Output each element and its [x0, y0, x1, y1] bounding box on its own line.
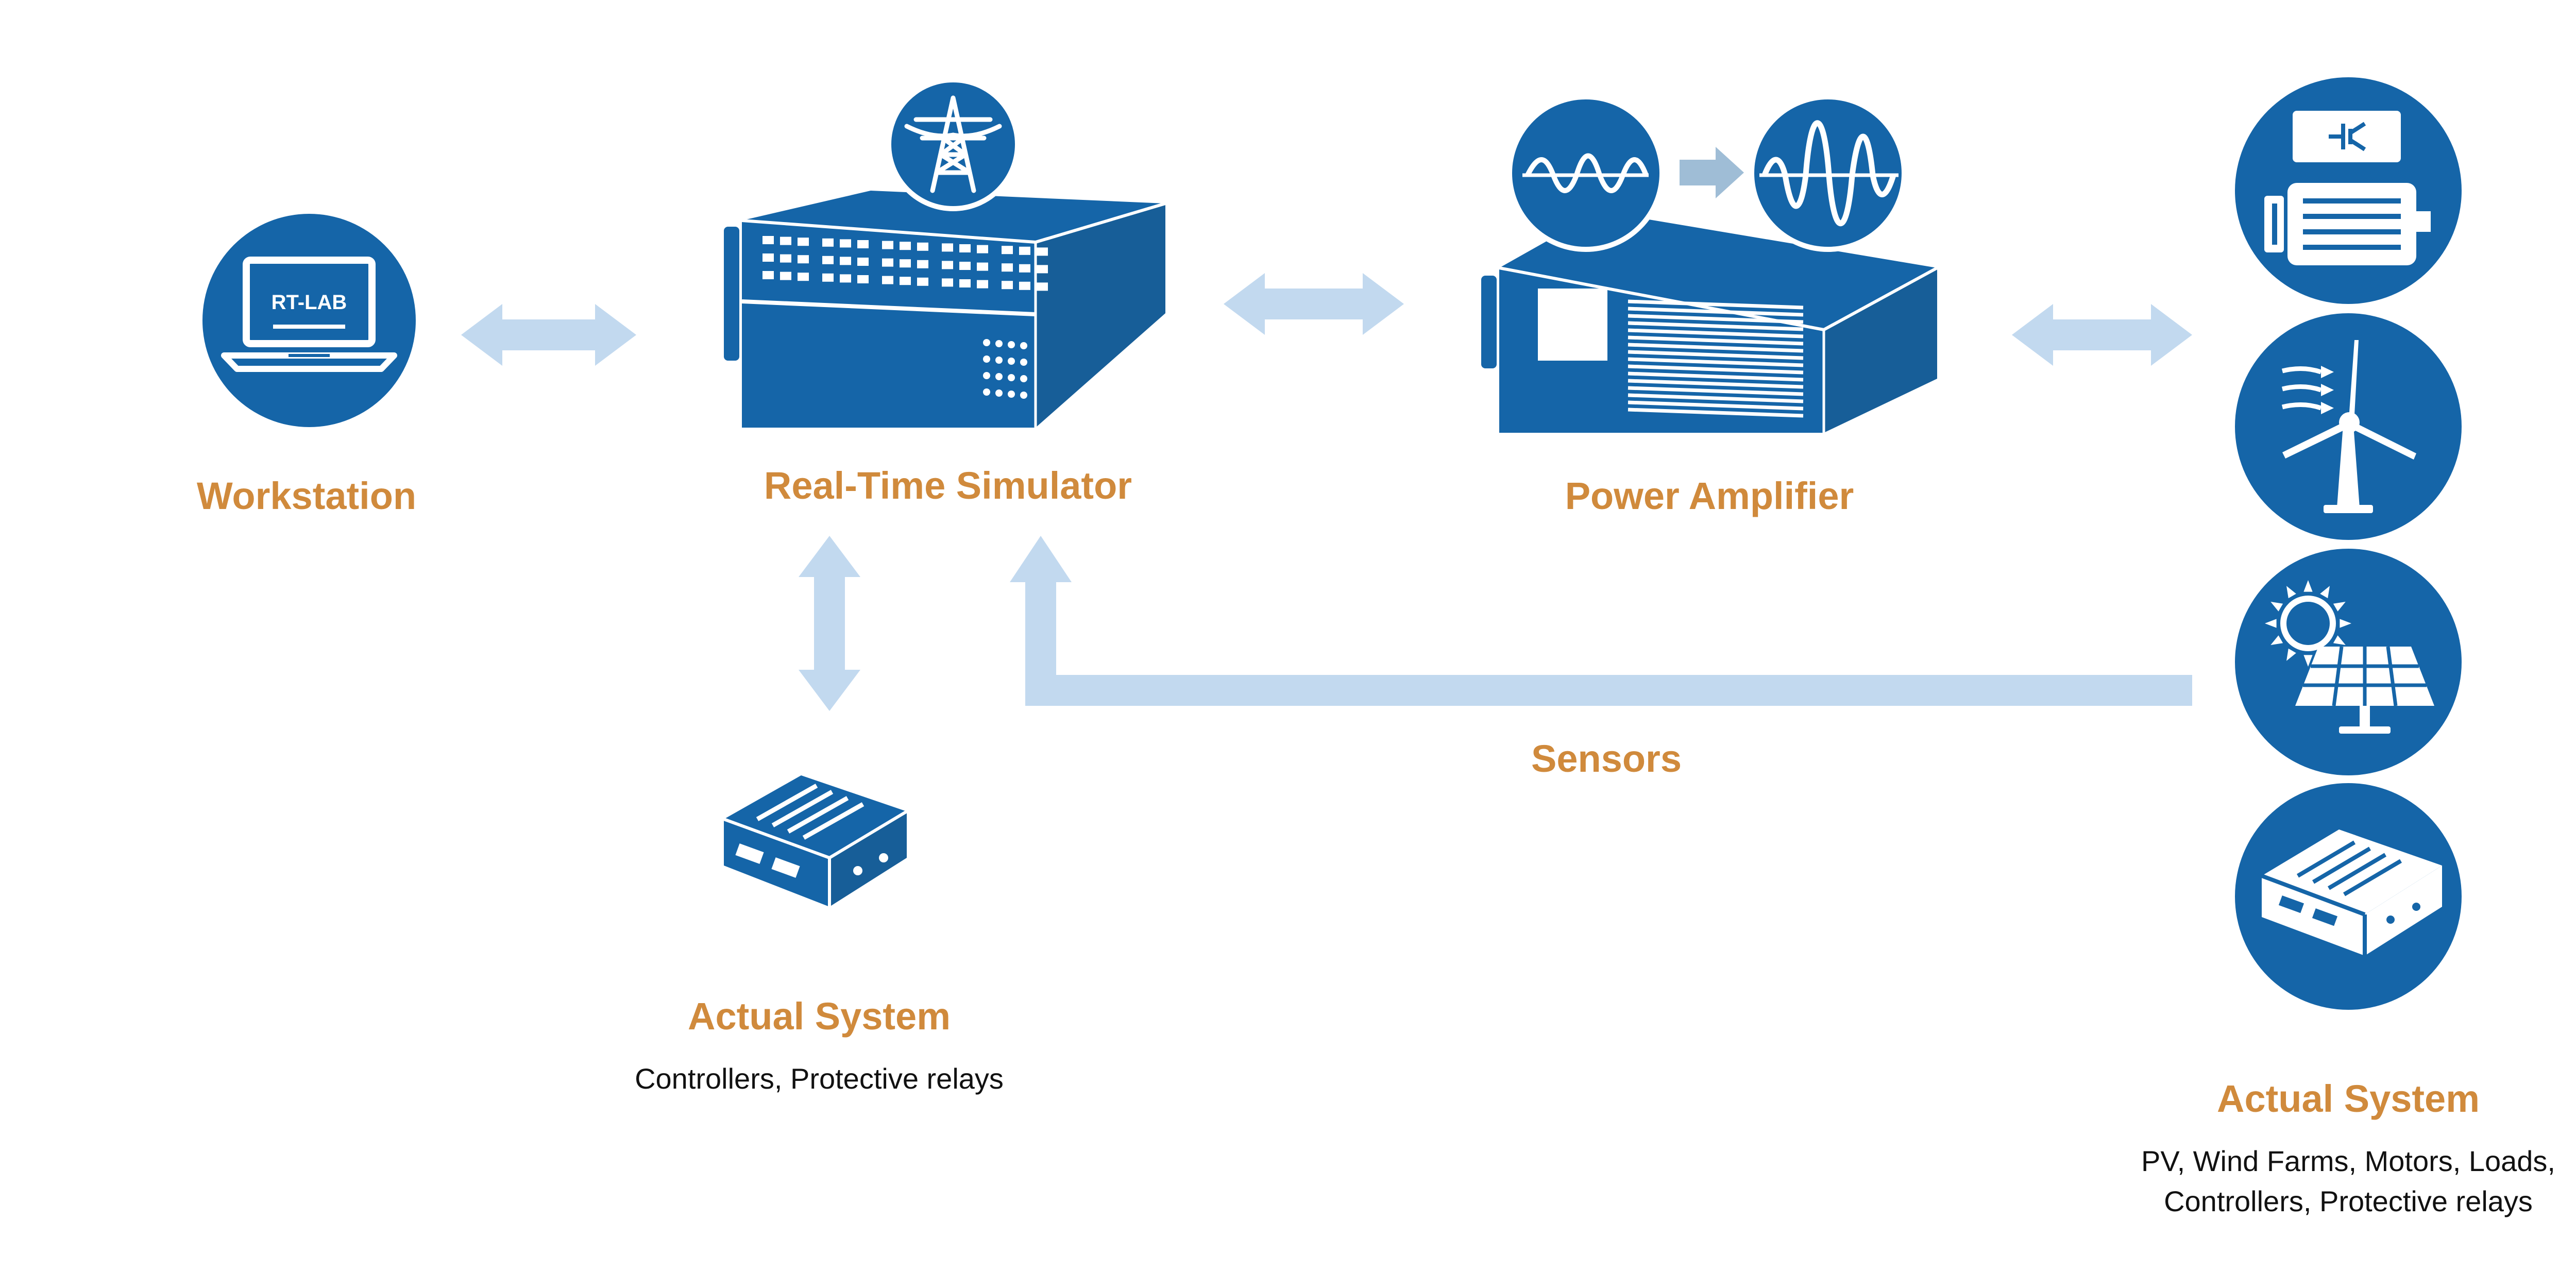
actual-system-right-title: Actual System: [2217, 1077, 2480, 1120]
amplifier-vents: [1628, 299, 1804, 418]
simulator-io-panel: [762, 236, 1048, 291]
solar-node: [2235, 549, 2462, 775]
arrow-simulator-amplifier: [1224, 273, 1404, 335]
simulator-label: Real-Time Simulator: [764, 464, 1132, 507]
actual-system-right-subtitle-line1: PV, Wind Farms, Motors, Loads,: [2141, 1145, 2555, 1177]
wind-node: [2235, 313, 2462, 540]
controller-node: [2235, 783, 2462, 1010]
amplifier-label: Power Amplifier: [1565, 474, 1854, 517]
left-controller-icon: [723, 775, 908, 907]
laptop-icon: [221, 257, 397, 372]
amplifier-display: [1538, 289, 1607, 361]
motor-node: [2235, 77, 2462, 304]
arrow-amplifier-actual-system: [2012, 304, 2192, 366]
solar-panel-icon: [2265, 580, 2434, 734]
arrow-simulator-controller: [799, 536, 860, 711]
workstation-node: RT-LAB: [202, 214, 416, 427]
laptop-screen-text: RT-LAB: [272, 291, 347, 314]
power-tower-icon: [886, 77, 1020, 211]
left-controller-node: [723, 775, 908, 907]
amplifier-node: [1481, 94, 1938, 433]
controller-icon: [2261, 829, 2442, 956]
arrow-workstation-simulator: [461, 304, 636, 366]
simulator-node: [724, 77, 1166, 428]
actual-system-right-subtitle-line2: Controllers, Protective relays: [2164, 1185, 2533, 1217]
actual-system-left-subtitle: Controllers, Protective relays: [635, 1062, 1004, 1095]
waveform-transform-arrow: [1680, 147, 1744, 198]
waveform-small-icon: [1507, 94, 1665, 252]
workstation-label: Workstation: [196, 474, 417, 517]
motor-icon: [2264, 111, 2431, 265]
waveform-large-icon: [1749, 94, 1907, 252]
sensors-label: Sensors: [1531, 737, 1682, 780]
actual-system-left-title: Actual System: [688, 995, 951, 1038]
sensors-feedback-arrow: [1010, 536, 2192, 706]
wind-turbine-icon: [2281, 340, 2416, 513]
simulator-port-dots: [983, 339, 1027, 399]
